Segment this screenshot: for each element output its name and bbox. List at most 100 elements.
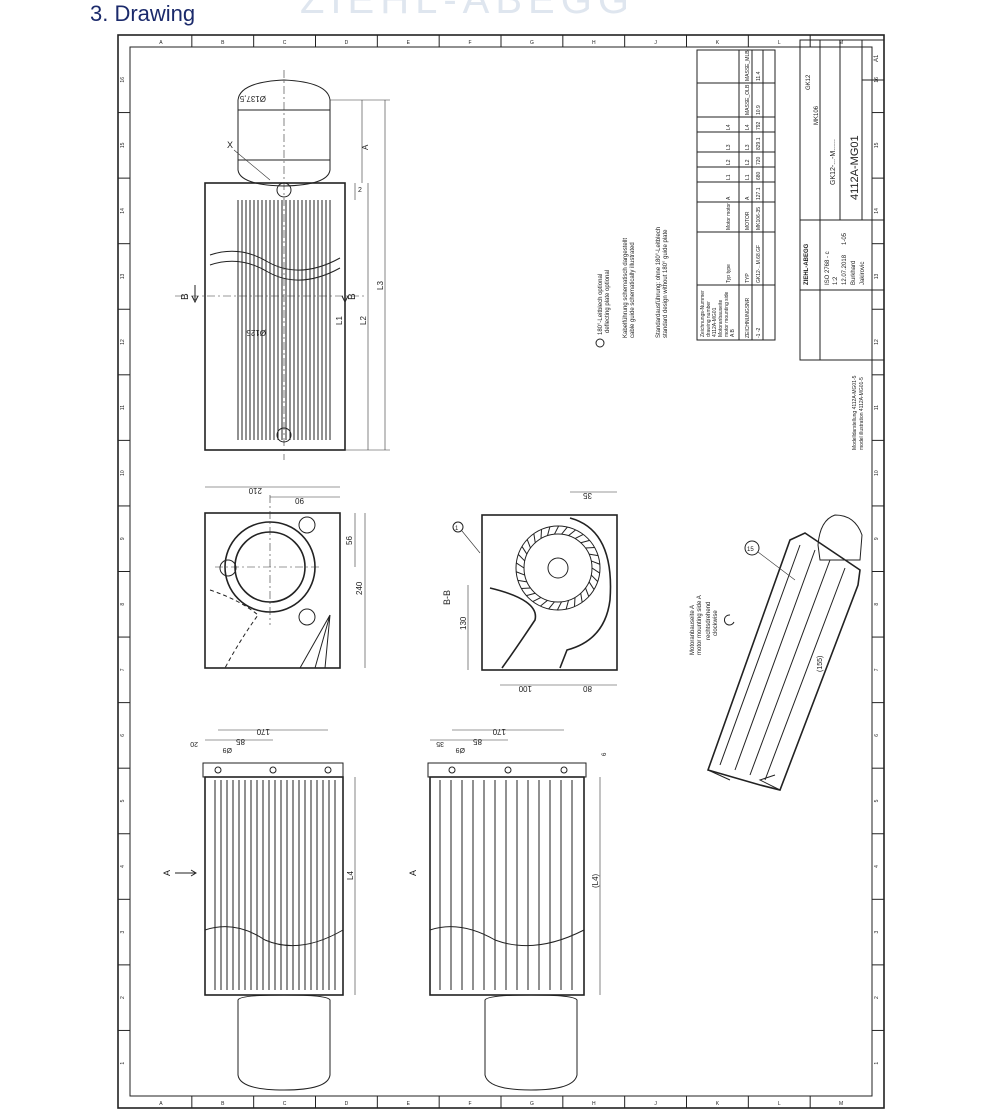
grid-number: 10 <box>874 470 880 476</box>
grid-number: 16 <box>120 77 126 83</box>
table-subheader: L3 <box>745 144 751 150</box>
title-block: ZIEHL-ABEGG GK12 MK106 GK12-...-M...... … <box>799 39 885 450</box>
grid-letter: C <box>283 40 287 46</box>
table-column-header: L2 <box>726 159 732 165</box>
grid-letter: L <box>778 1101 781 1107</box>
table-subheader: TYP <box>745 273 751 283</box>
grid-letter: E <box>407 1101 411 1107</box>
grid-letter: C <box>283 1101 287 1107</box>
grid-number: 1 <box>120 1062 126 1065</box>
table-cell: 127.1 <box>756 187 762 200</box>
table-cell: 680 <box>756 171 762 180</box>
note-balloon-1: 1 <box>455 526 459 532</box>
section-title: 3. Drawing <box>90 1 196 26</box>
model-ref-en: model illustration 4112A-MG01-5 <box>859 377 865 450</box>
table-cell: 10.9 <box>756 105 762 115</box>
balloon-15: 15 <box>747 547 754 553</box>
table-cell: 720 <box>756 156 762 165</box>
dim-L3: L3 <box>376 281 385 290</box>
motor-diameter-dim: Ø137,5 <box>239 94 266 103</box>
view-arrow-A-left: A <box>162 870 172 876</box>
grid-number: 11 <box>120 405 126 410</box>
end-view: 210 90 56 240 <box>204 486 366 669</box>
grid-number: 8 <box>874 603 880 606</box>
note3-de: Standardausführung: ohne 180°-Leitblech <box>656 227 662 338</box>
checked-by: Jakirovic <box>860 262 866 285</box>
grid-letter: E <box>407 40 411 46</box>
dim-85-right: 85 <box>473 737 482 746</box>
dim-20: 20 <box>190 740 198 747</box>
scale: 1:2 <box>833 276 839 285</box>
grid-number: 8 <box>120 603 126 606</box>
grid-letter: D <box>345 1101 349 1107</box>
grid-letter: H <box>592 1101 596 1107</box>
dim-6: 6 <box>602 752 608 756</box>
dim-100: 100 <box>518 684 532 693</box>
section-marker-left: B <box>180 293 191 300</box>
standard: ISO 2768 - c <box>825 251 831 285</box>
clockwise-arrow-icon <box>723 614 735 626</box>
dim-L4-ref: (L4) <box>591 873 600 888</box>
grid-number: 4 <box>874 865 880 868</box>
grid-letter: B <box>221 40 225 46</box>
hole-dia-right: Ø9 <box>456 746 465 753</box>
grid-number: 6 <box>120 734 126 737</box>
hole-dia-left: Ø9 <box>223 746 232 753</box>
grid-letter: B <box>221 1101 225 1107</box>
dim-85-left: 85 <box>236 737 245 746</box>
series: GK12 <box>806 74 812 90</box>
date: 12.07.2018 <box>842 254 848 285</box>
grid-number: 11 <box>874 405 880 410</box>
table-cell: 792 <box>756 121 762 130</box>
dim-56: 56 <box>345 536 354 545</box>
note1-de: 180°-Leitblech optional <box>598 274 604 335</box>
dim-80: 80 <box>583 684 592 693</box>
grid-letter: A <box>159 40 163 46</box>
section-label: B-B <box>442 590 452 605</box>
grid-number: 7 <box>120 668 126 671</box>
grid-letter: G <box>530 40 534 46</box>
grid-number: 2 <box>874 996 880 999</box>
motor: MK106 <box>814 105 820 125</box>
grid-number: 3 <box>120 930 126 933</box>
table-column-header: L4 <box>726 124 732 130</box>
grid-letter: D <box>345 40 349 46</box>
rotation-note-2: motor mounting side A <box>697 595 703 655</box>
grid-number: 12 <box>874 339 880 345</box>
grid-number: 4 <box>120 865 126 868</box>
table-subheader: A <box>745 196 751 200</box>
rotation-note-4: clockwise <box>713 610 719 636</box>
table-cell: 829.1 <box>756 137 762 150</box>
dim-35-right: 35 <box>436 740 444 747</box>
table-header-text: drawing number <box>706 301 712 337</box>
model-ref: Modelldarstellung 4112A-MG01-5 <box>852 375 858 450</box>
dim-240: 240 <box>355 581 364 595</box>
grid-letter: L <box>778 40 781 46</box>
detail-marker: X <box>227 140 233 150</box>
table-cell: MK106-35 <box>756 207 762 230</box>
grid-number: 9 <box>120 537 126 540</box>
side-view-left: 170 85 20 Ø9 L4 A <box>162 727 356 1091</box>
dim-A: A <box>361 144 370 150</box>
view-arrow-A-right: A <box>408 870 418 876</box>
isometric-view: 15 (155) Motoranbauseite A motor mountin… <box>690 514 863 791</box>
grid-letter: H <box>592 40 596 46</box>
grid-number: 15 <box>120 142 126 148</box>
sheet-size: A1 <box>874 54 880 62</box>
grid-letter: J <box>654 40 657 46</box>
dim-L4: L4 <box>346 871 355 880</box>
grid-number: 12 <box>120 339 126 345</box>
grid-number: 1 <box>874 1062 880 1065</box>
designation: GK12-...-M...... <box>830 139 837 185</box>
watermark: ZIEHL-ABEGG <box>300 0 635 22</box>
table-cell: -1 -2 <box>756 328 762 339</box>
table-column-header: Typ type <box>726 264 732 283</box>
grid-letter: F <box>469 40 472 46</box>
table-cell: 11.4 <box>756 71 762 81</box>
table-header-text: Zeichnungs-Nummer <box>700 290 706 337</box>
table-header-text: A B <box>730 329 736 337</box>
dim-130: 130 <box>459 616 468 630</box>
table-column-header: Motor motor <box>726 203 732 230</box>
